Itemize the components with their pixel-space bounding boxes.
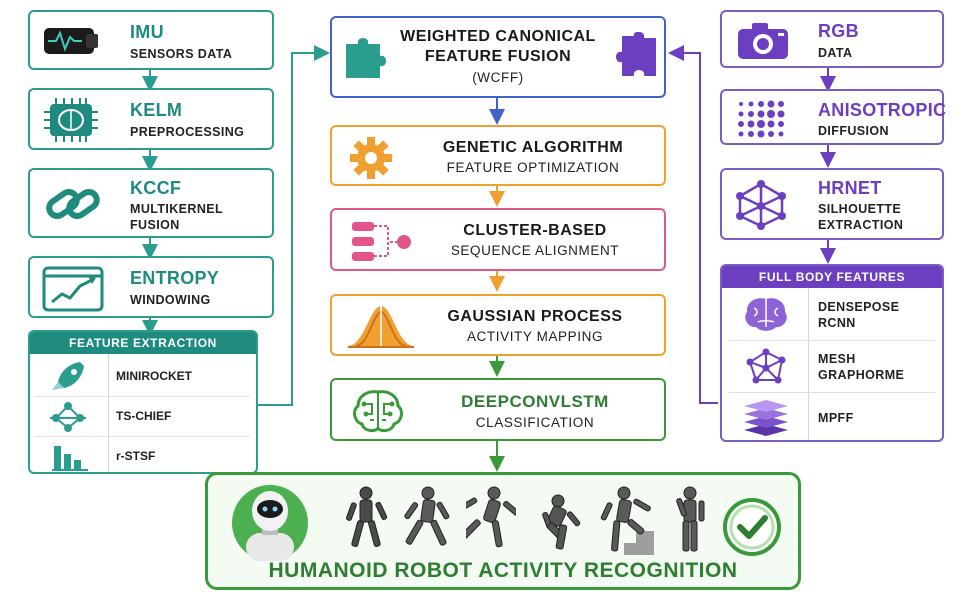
feature-extraction-header: FEATURE EXTRACTION	[30, 332, 256, 354]
rocket-icon	[52, 362, 84, 390]
dot-grid-icon	[738, 100, 785, 138]
entropy-title: ENTROPY	[130, 268, 220, 288]
entropy-subtitle: WINDOWING	[130, 293, 211, 307]
kccf-subtitle-1: MULTIKERNEL	[130, 202, 224, 216]
bell-curve-icon	[348, 306, 414, 348]
aniso-subtitle: DIFFUSION	[818, 124, 889, 138]
kccf-title: KCCF	[130, 178, 182, 198]
full-body-features-panel: FULL BODY FEATURES DENSEPOSE RCNN MESH G…	[720, 264, 944, 442]
activity-recognition-title: HUMANOID ROBOT ACTIVITY RECOGNITION	[268, 559, 738, 582]
wcff-box: WEIGHTED CANONICAL FEATURE FUSION (WCFF)	[330, 16, 666, 98]
feature-label-minirocket: MINIROCKET	[116, 369, 192, 383]
genetic-algorithm-box: GENETIC ALGORITHM FEATURE OPTIMIZATION	[330, 125, 666, 186]
imu-subtitle: SENSORS DATA	[130, 47, 233, 61]
chip-brain-icon	[44, 98, 98, 142]
network-nodes-icon	[50, 402, 86, 432]
mpff-label: MPFF	[818, 411, 854, 425]
chart-window-icon	[42, 266, 104, 312]
wcff-title-line-2: FEATURE FUSION	[424, 48, 572, 65]
full-body-item-mpff: MPFF	[722, 394, 942, 440]
hrnet-box: HRNET SILHOUETTE EXTRACTION	[720, 168, 944, 240]
cluster-based-box: CLUSTER-BASED SEQUENCE ALIGNMENT	[330, 208, 666, 271]
chain-link-icon	[46, 188, 100, 220]
mesh-label-1: MESH	[818, 352, 856, 366]
full-body-header: FULL BODY FEATURES	[722, 266, 942, 288]
wcff-title-line-3: (WCFF)	[472, 70, 524, 85]
mesh-graph-icon	[746, 348, 786, 384]
full-body-item-mesh: MESH GRAPHORME	[722, 342, 942, 390]
hrnet-title: HRNET	[818, 178, 882, 198]
bar-chart-icon	[52, 446, 88, 471]
gaussian-process-box: GAUSSIAN PROCESS ACTIVITY MAPPING	[330, 294, 666, 356]
polyhedron-network-icon	[736, 180, 786, 230]
robot-avatar-icon	[232, 485, 308, 561]
camera-icon	[738, 23, 788, 59]
wcff-title-line-1: WEIGHTED CANONICAL	[400, 28, 596, 45]
mesh-label-2: GRAPHORME	[818, 368, 905, 382]
hrnet-subtitle-1: SILHOUETTE	[818, 202, 902, 216]
dcl-subtitle: CLASSIFICATION	[475, 415, 595, 430]
rgb-title: RGB	[818, 21, 859, 41]
layers-icon	[744, 400, 788, 436]
hrnet-subtitle-2: EXTRACTION	[818, 218, 904, 232]
ga-subtitle: FEATURE OPTIMIZATION	[446, 160, 620, 175]
robot-pose-climbing-icon	[600, 486, 654, 555]
imu-title: IMU	[130, 22, 164, 42]
gp-title: GAUSSIAN PROCESS	[447, 308, 623, 325]
rgb-box: RGB DATA	[720, 10, 944, 68]
feature-item-ts-chief: TS-CHIEF	[30, 396, 256, 436]
sequence-flow-icon	[352, 222, 411, 261]
checkmark-icon	[723, 498, 781, 556]
puzzle-piece-teal-icon	[346, 38, 386, 78]
entropy-box: ENTROPY WINDOWING	[28, 256, 274, 318]
densepose-label-2: RCNN	[818, 316, 856, 330]
rgb-subtitle: DATA	[818, 46, 853, 60]
feature-item-minirocket: MINIROCKET	[30, 356, 256, 396]
robot-pose-crouching-icon	[542, 494, 581, 550]
deepconvlstm-box: DEEPCONVLSTM CLASSIFICATION	[330, 378, 666, 441]
full-body-item-densepose: DENSEPOSE RCNN	[722, 290, 942, 338]
activity-recognition-banner: HUMANOID ROBOT ACTIVITY RECOGNITION	[205, 472, 801, 590]
gear-icon	[350, 137, 392, 179]
imu-box: IMU SENSORS DATA	[28, 10, 274, 70]
robot-pose-standing-icon	[676, 486, 705, 552]
kelm-title: KELM	[130, 100, 183, 120]
brain-circuit-icon	[353, 390, 403, 433]
imu-sensor-icon	[44, 28, 98, 54]
gp-subtitle: ACTIVITY MAPPING	[466, 329, 604, 344]
feature-extraction-panel: FEATURE EXTRACTION MINIROCKET TS-CHIEF r…	[28, 330, 258, 474]
feature-item-r-stsf: r-STSF	[30, 436, 256, 472]
cluster-title: CLUSTER-BASED	[463, 222, 607, 239]
cluster-subtitle: SEQUENCE ALIGNMENT	[450, 243, 620, 258]
densepose-label-1: DENSEPOSE	[818, 300, 900, 314]
ga-title: GENETIC ALGORITHM	[442, 139, 624, 156]
brain-icon	[745, 298, 787, 331]
dcl-title: DEEPCONVLSTM	[461, 392, 609, 411]
robot-pose-striding-icon	[404, 486, 450, 546]
kccf-subtitle-2: FUSION	[130, 218, 180, 232]
kelm-subtitle: PREPROCESSING	[130, 125, 245, 139]
robot-pose-walking-icon	[346, 486, 388, 547]
aniso-title: ANISOTROPIC	[818, 100, 947, 120]
feature-label-r-stsf: r-STSF	[116, 449, 156, 463]
robot-pose-running-icon	[466, 486, 516, 548]
puzzle-piece-purple-icon	[616, 32, 656, 76]
kccf-box: KCCF MULTIKERNEL FUSION	[28, 168, 274, 238]
feature-label-ts-chief: TS-CHIEF	[116, 409, 172, 423]
anisotropic-box: ANISOTROPIC DIFFUSION	[720, 89, 947, 145]
kelm-box: KELM PREPROCESSING	[28, 88, 274, 150]
